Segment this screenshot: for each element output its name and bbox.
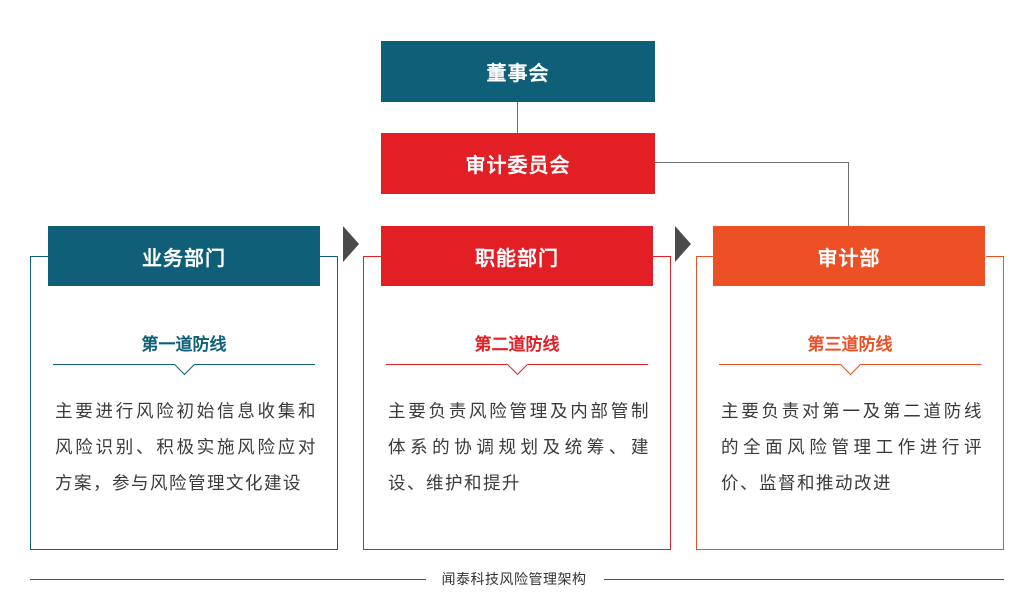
- arrow-right-icon: [675, 226, 691, 262]
- audit-committee-label: 审计委员会: [465, 153, 571, 177]
- committee-audit-connector-h: [655, 162, 849, 163]
- panel-top-right-edge: [320, 256, 338, 257]
- audit-committee-box: 审计委员会: [381, 133, 655, 194]
- committee-audit-connector-v: [848, 162, 849, 226]
- first-line-divider-notch: [173, 353, 196, 376]
- audit-dept-header: 审计部: [713, 226, 985, 286]
- arrow-right-icon: [343, 226, 359, 262]
- second-line-panel: 第二道防线 主要负责风险管理及内部管制体系的协调规划及统筹、建设、维护和提升: [363, 256, 671, 550]
- caption-rule-left: [30, 579, 426, 580]
- business-dept-header: 业务部门: [48, 226, 320, 286]
- panel-top-left-edge: [696, 256, 714, 257]
- panel-top-left-edge: [30, 256, 48, 257]
- third-line-divider-notch: [839, 353, 862, 376]
- first-line-subtitle: 第一道防线: [141, 335, 227, 355]
- third-line-subtitle: 第三道防线: [807, 335, 893, 355]
- third-line-description: 主要负责对第一及第二道防线的全面风险管理工作进行评价、监督和推动改进: [721, 402, 983, 494]
- board-box: 董事会: [381, 41, 655, 102]
- diagram-caption: 闻泰科技风险管理架构: [441, 572, 587, 588]
- board-committee-connector: [517, 102, 518, 133]
- panel-top-left-edge: [363, 256, 381, 257]
- second-line-divider-notch: [506, 353, 529, 376]
- business-dept-label: 业务部门: [142, 245, 226, 270]
- board-label: 董事会: [486, 61, 550, 85]
- panel-top-right-edge: [986, 256, 1004, 257]
- functional-dept-label: 职能部门: [475, 245, 559, 270]
- third-line-panel: 第三道防线 主要负责对第一及第二道防线的全面风险管理工作进行评价、监督和推动改进: [696, 256, 1004, 550]
- panel-top-right-edge: [653, 256, 671, 257]
- first-line-panel: 第一道防线 主要进行风险初始信息收集和风险识别、积极实施风险应对方案，参与风险管…: [30, 256, 338, 550]
- caption-rule-right: [604, 579, 1004, 580]
- second-line-description: 主要负责风险管理及内部管制体系的协调规划及统筹、建设、维护和提升: [388, 402, 650, 494]
- functional-dept-header: 职能部门: [381, 226, 653, 286]
- first-line-description: 主要进行风险初始信息收集和风险识别、积极实施风险应对方案，参与风险管理文化建设: [55, 402, 317, 494]
- audit-dept-label: 审计部: [817, 245, 881, 270]
- second-line-subtitle: 第二道防线: [474, 335, 560, 355]
